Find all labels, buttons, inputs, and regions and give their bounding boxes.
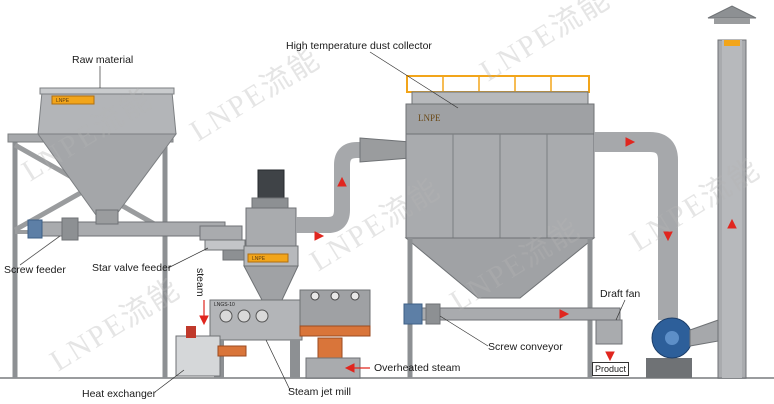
label-star-valve-feeder: Star valve feeder <box>92 262 172 274</box>
flow-arrow-right-icon <box>625 137 636 147</box>
flow-arrow-up-icon <box>337 176 347 187</box>
heat-exchanger <box>175 326 247 377</box>
collector-brand: LNPE <box>418 113 441 123</box>
exhaust-chimney <box>707 5 757 379</box>
flow-arrows <box>199 137 737 373</box>
label-dust-collector: High temperature dust collector <box>286 40 432 52</box>
screw-feeder <box>19 209 226 266</box>
mill-plate-text: LNPE <box>252 256 266 262</box>
steam-control-panel <box>299 289 371 379</box>
leader-lines <box>99 51 626 393</box>
label-screw-conveyor: Screw conveyor <box>488 341 563 353</box>
label-heat-exchanger: Heat exchanger <box>82 388 157 400</box>
flow-arrow-down-icon <box>663 231 673 242</box>
label-steam-jet-mill: Steam jet mill <box>288 386 352 398</box>
steam-jet-mill <box>209 169 303 378</box>
label-draft-fan: Draft fan <box>600 288 641 300</box>
hopper-plate-text: LNPE <box>56 98 70 104</box>
draft-fan <box>646 317 725 378</box>
raw-material-hopper <box>7 87 177 378</box>
flow-arrow-right-icon <box>314 231 325 241</box>
label-overheated-steam: Overheated steam <box>374 362 461 374</box>
mill-motor <box>257 169 285 201</box>
collector-outlet-pipe <box>594 132 678 320</box>
mill-nameplate <box>247 253 289 263</box>
hopper-nameplate <box>51 95 95 105</box>
label-steam: steam <box>194 268 206 297</box>
screw-conveyor <box>403 303 623 345</box>
label-raw-material: Raw material <box>72 54 134 66</box>
flow-arrow-up-icon <box>727 218 737 229</box>
model-tag: LNGS-10 <box>214 302 235 308</box>
product-arrow-icon <box>605 351 615 362</box>
star-valve-feeder <box>199 225 246 261</box>
flow-arrow-right-icon <box>559 309 570 319</box>
mill-outlet-pipe <box>296 137 411 233</box>
label-screw-feeder: Screw feeder <box>4 264 66 276</box>
steam-arrow-left-icon <box>344 363 355 373</box>
steam-arrow-down-icon <box>199 315 209 326</box>
dust-collector <box>404 75 596 378</box>
label-product: Product <box>592 362 630 376</box>
